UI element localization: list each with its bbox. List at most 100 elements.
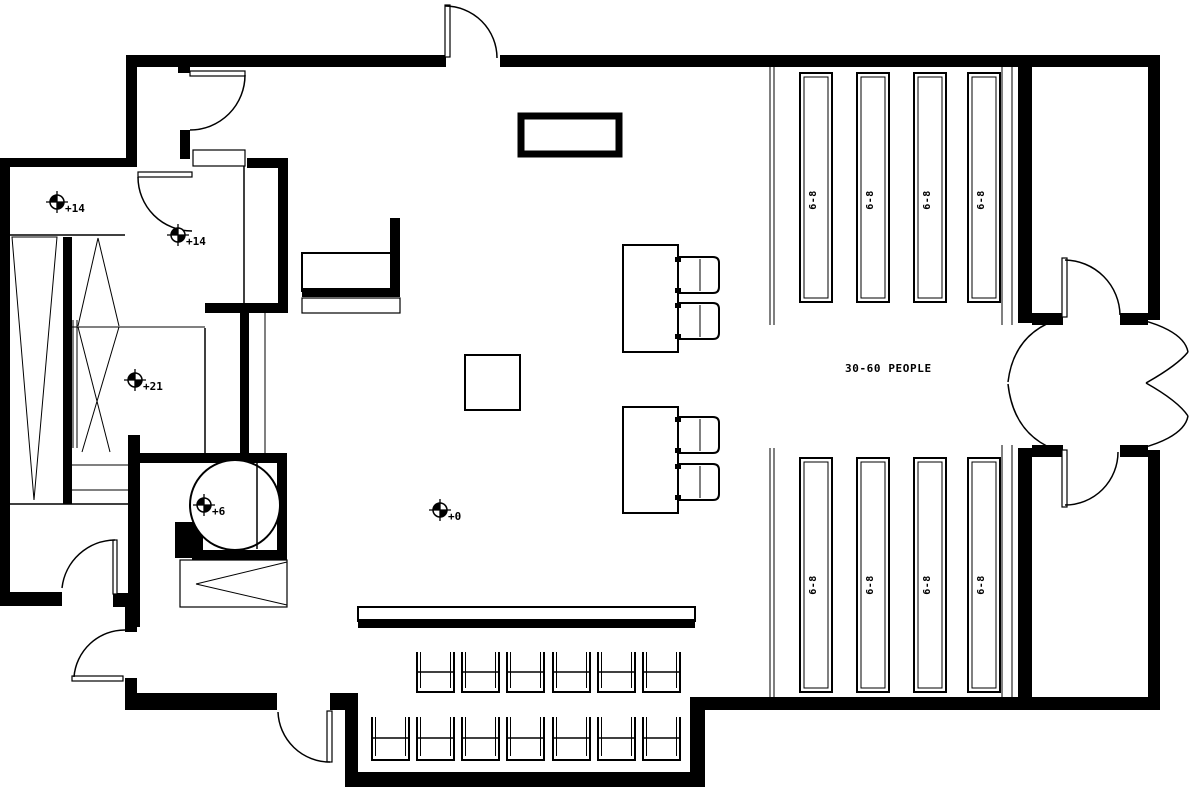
door-leaf [326,710,333,763]
table-outline [799,72,833,303]
bench-back [390,218,400,297]
banquet-table [799,72,833,303]
side-door-lower [71,629,126,682]
closet-fold [179,559,288,608]
fixtures [179,63,1013,761]
fold-line [195,561,288,585]
door-swing-arc [1121,315,1189,353]
door-swing-arc [277,711,331,763]
chair [506,652,545,693]
level-label: +21 [143,380,163,393]
rear-exit-door [277,710,333,763]
wall-segment [1018,60,1032,323]
round-table [189,459,281,551]
door-swing-arc [137,176,193,232]
side-door-upper [61,539,118,595]
table-outline [913,457,947,693]
wall-segment [1148,450,1160,710]
dining-table-group-lower [622,406,720,514]
bar-top [357,606,696,622]
chair-mount [675,303,681,308]
door-leaf [1061,449,1068,508]
wall-segment [126,55,446,67]
door-swing-arc [1064,259,1121,316]
door-swing-arc [444,5,498,59]
stair-line [77,237,99,327]
table-inner [971,76,997,299]
wall-segment [128,435,140,627]
cased-opening [192,149,246,167]
bar-front [358,619,695,628]
chair [461,717,500,761]
marker-quadrant [440,510,447,517]
door-leaf [112,539,118,595]
chair-outline [679,256,720,294]
wall-segment [192,550,287,560]
wall-segment [1032,313,1063,325]
counter-box [517,112,623,158]
table-inner [971,461,997,689]
chair-mount [675,288,681,293]
room-door-bottom-right [1061,449,1119,508]
wall-segment [240,312,249,465]
chair-outline [679,416,720,454]
room-door-top-right [1061,257,1121,318]
banquet-table [856,457,890,693]
marker-quadrant [178,235,185,242]
doors [61,4,1189,763]
chair-mount [675,464,681,469]
table-inner [803,461,829,689]
seat-count-label: 6-8 [976,575,987,595]
table-inner [917,76,943,299]
marker-quadrant [433,503,440,510]
wall-segment [1018,448,1032,710]
wall-segment [0,158,10,606]
marker-quadrant [171,228,178,235]
wall-segment [0,158,137,167]
table-outline [967,457,1001,693]
wall-segment [0,592,62,606]
door-swing-arc [1145,382,1189,417]
wall-segment [277,453,287,555]
banquet-table [856,72,890,303]
door-swing-arc [73,629,126,678]
wall-segment [1148,55,1160,320]
rail-line [769,63,1013,697]
banquet-table [799,457,833,693]
fold-line [195,583,288,606]
seat-count-label: 6-8 [922,575,933,595]
wall-segment [690,697,1160,710]
table-outline [967,72,1001,303]
chair [416,652,455,693]
dining-table [622,406,679,514]
level-marker-icon [167,224,189,246]
door-swing-arc [1007,317,1063,383]
room-door-upper-left [189,70,246,131]
stair-line [97,237,120,327]
square-table [464,354,521,411]
level-marker-icon [124,369,146,391]
wall-segment [500,55,1160,67]
chair [461,652,500,693]
level-marker-icon [193,494,215,516]
dining-table-group-upper [622,244,720,353]
marker-quadrant [57,202,64,209]
wall-segment [63,237,72,504]
chair-outline [679,302,720,340]
door-leaf [137,171,193,178]
bench-seat [301,252,394,292]
table-inner [917,461,943,689]
annotations: 30-60 PEOPLE 6-8 6-8 6-8 6-8 6-8 6-8 6-8… [808,190,987,595]
marker-quadrant [197,498,204,505]
marker-cross [429,499,451,521]
table-outline [856,72,890,303]
chair-outline [679,463,720,501]
entrance-door-top [444,4,498,59]
capacity-label: 30-60 PEOPLE [845,362,932,375]
marker-quadrant [135,380,142,387]
table-outline [913,72,947,303]
chair [552,717,591,761]
chair [675,302,720,340]
chair-mount [675,257,681,262]
